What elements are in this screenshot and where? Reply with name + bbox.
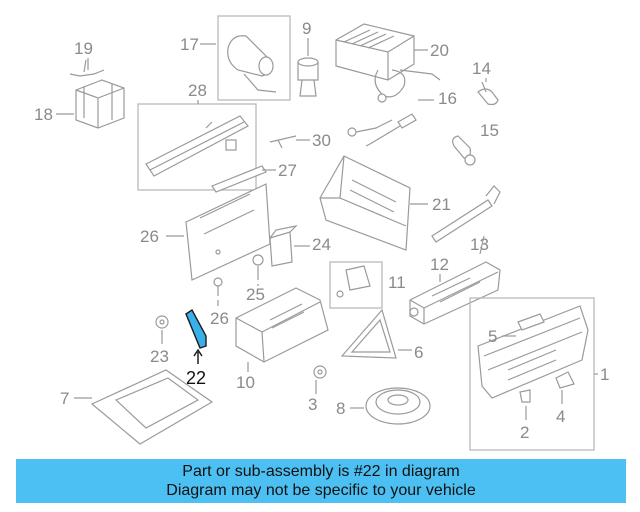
part-7	[90, 369, 214, 445]
callout-16: 16	[438, 89, 457, 108]
parts-diagram: 19 18 17 9 20 14 16	[34, 15, 609, 451]
callout-14: 14	[472, 59, 491, 78]
part-11	[336, 265, 371, 298]
part-6	[340, 308, 397, 359]
part-12	[409, 261, 501, 325]
part-30	[269, 135, 297, 149]
part-17	[227, 35, 277, 93]
part-25	[252, 254, 264, 280]
callout-18: 18	[34, 105, 53, 124]
part-23	[155, 315, 169, 329]
part-8	[365, 387, 431, 425]
part-28-box	[137, 103, 257, 191]
callout-30: 30	[312, 131, 331, 150]
callout-11: 11	[388, 273, 406, 292]
part-24	[269, 225, 298, 267]
callout-5: 5	[488, 327, 497, 346]
callout-3: 3	[308, 395, 317, 414]
part-18-19	[69, 59, 125, 129]
callout-4: 4	[556, 407, 565, 426]
callout-2: 2	[520, 423, 529, 442]
callout-24: 24	[312, 235, 331, 254]
callout-28: 28	[188, 81, 207, 100]
info-banner: Part or sub-assembly is #22 in diagram D…	[16, 459, 626, 503]
callout-19: 19	[74, 39, 93, 58]
callout-15: 15	[480, 121, 499, 140]
part-17-box	[217, 15, 291, 101]
callout-29: 27	[278, 161, 297, 180]
part-13	[431, 185, 501, 243]
callout-25: 25	[246, 285, 265, 304]
part-28	[145, 115, 249, 177]
callout-1: 1	[600, 365, 609, 384]
callout-26: 26	[140, 227, 159, 246]
callout-17: 17	[180, 35, 199, 54]
callout-23: 23	[150, 347, 169, 366]
part-3	[313, 365, 327, 379]
part-21	[319, 155, 411, 251]
part-29	[211, 165, 267, 193]
callout-7: 7	[60, 389, 69, 408]
part-9	[297, 40, 319, 97]
callout-8: 8	[336, 399, 345, 418]
part-26	[185, 183, 271, 281]
callout-6: 6	[414, 343, 423, 362]
callout-12: 12	[430, 255, 449, 274]
callout-20: 20	[430, 41, 449, 60]
part-10	[235, 287, 329, 363]
callout-27: 26	[210, 309, 229, 328]
part-15	[452, 135, 476, 166]
callout-10: 10	[236, 373, 255, 392]
part-22-highlighted	[185, 308, 207, 349]
part-1	[477, 305, 589, 403]
callout-22: 22	[186, 368, 206, 388]
part-11-box	[329, 261, 383, 309]
callout-13: 13	[470, 235, 489, 254]
callout-9: 9	[302, 19, 311, 38]
part-27	[213, 277, 223, 296]
part-16	[347, 113, 417, 147]
part-14	[477, 81, 499, 106]
banner-line-2: Diagram may not be specific to your vehi…	[166, 482, 476, 499]
callout-21: 21	[432, 195, 451, 214]
part-20	[335, 23, 441, 103]
banner-line-1: Part or sub-assembly is #22 in diagram	[182, 463, 460, 480]
